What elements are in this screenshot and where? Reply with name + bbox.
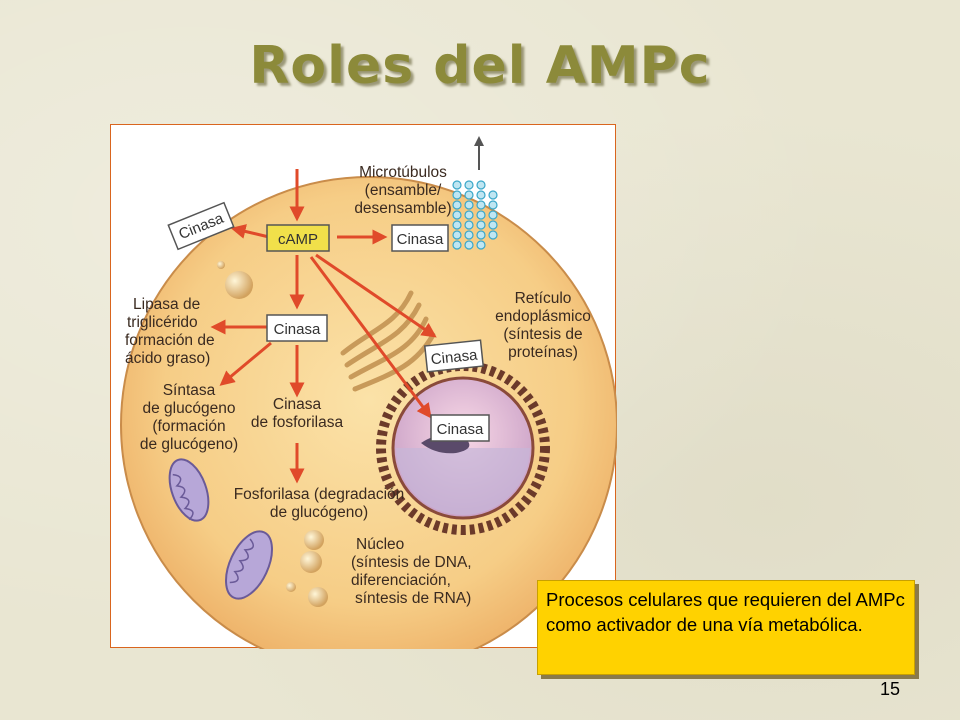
vesicle — [217, 261, 225, 269]
svg-text:Retículo: Retículo — [515, 290, 572, 307]
camp-label: cAMP — [278, 231, 318, 248]
caption-callout: Procesos celulares que requieren del AMP… — [537, 580, 915, 675]
kinase-label: Cinasa — [430, 347, 479, 369]
mitochondrion-illustration — [168, 458, 210, 522]
reticulum-label: Retículo endoplásmico (síntesis de prote… — [495, 290, 591, 361]
kinase-label: Cinasa — [274, 321, 321, 338]
svg-text:Núcleo: Núcleo — [356, 536, 404, 553]
phosphorylase-kinase-label: Cinasa de fosforilasa — [251, 396, 344, 431]
kinase-label: Cinasa — [437, 421, 484, 438]
vesicle — [286, 582, 296, 592]
kinase-box-center: Cinasa — [266, 314, 328, 342]
svg-text:(síntesis de: (síntesis de — [503, 326, 582, 343]
vesicle — [304, 530, 324, 550]
microtubules-illustration — [452, 180, 498, 250]
svg-text:diferenciación,: diferenciación, — [351, 572, 451, 589]
svg-text:Lipasa de: Lipasa de — [133, 296, 200, 313]
svg-text:(síntesis de DNA,: (síntesis de DNA, — [351, 554, 472, 571]
microtubules-label: Microtúbulos (ensamble/ desensamble) — [354, 164, 451, 217]
svg-text:(ensamble/: (ensamble/ — [365, 182, 442, 199]
lipase-label: Lipasa de triglicérido formación de ácid… — [125, 296, 215, 367]
svg-text:síntesis de RNA): síntesis de RNA) — [355, 590, 471, 607]
vesicle — [225, 271, 253, 299]
svg-text:de glucógeno): de glucógeno) — [270, 504, 368, 521]
vesicle — [300, 551, 322, 573]
camp-roles-diagram: Cinasa cAMP Cinasa Cinasa Cinasa Cinasa … — [110, 124, 617, 649]
svg-text:proteínas): proteínas) — [508, 344, 578, 361]
kinase-box-nucleus: Cinasa — [430, 414, 490, 442]
cell-illustration: Cinasa cAMP Cinasa Cinasa Cinasa Cinasa … — [120, 136, 617, 649]
svg-text:Microtúbulos: Microtúbulos — [359, 164, 447, 181]
svg-text:de glucógeno: de glucógeno — [142, 400, 235, 417]
phosphorylase-label: Fosforilasa (degradación de glucógeno) — [234, 486, 405, 521]
svg-text:de glucógeno): de glucógeno) — [140, 436, 238, 453]
vesicle — [308, 587, 328, 607]
camp-box: cAMP — [266, 224, 330, 252]
glycogen-synthase-label: Síntasa de glucógeno (formación de glucó… — [140, 382, 238, 453]
svg-text:Fosforilasa (degradación: Fosforilasa (degradación — [234, 486, 405, 503]
svg-text:formación de: formación de — [125, 332, 215, 349]
kinase-box-microtubules: Cinasa — [391, 224, 449, 252]
signal-arrows — [210, 169, 437, 484]
svg-text:de fosforilasa: de fosforilasa — [251, 414, 344, 431]
svg-text:(formación: (formación — [152, 418, 225, 435]
mitochondrion-illustration — [225, 530, 273, 600]
slide-title: Roles del AMPc — [249, 36, 711, 96]
page-number: 15 — [880, 679, 901, 699]
svg-text:endoplásmico: endoplásmico — [495, 308, 591, 325]
kinase-box-reticulum: Cinasa — [423, 339, 485, 373]
svg-text:Cinasa: Cinasa — [273, 396, 322, 413]
svg-text:desensamble): desensamble) — [354, 200, 451, 217]
kinase-label: Cinasa — [397, 231, 444, 248]
nucleus-label: Núcleo (síntesis de DNA, diferenciación,… — [351, 536, 472, 607]
svg-text:ácido graso): ácido graso) — [125, 350, 210, 367]
svg-text:triglicérido: triglicérido — [127, 314, 198, 331]
svg-text:Síntasa: Síntasa — [163, 382, 216, 399]
